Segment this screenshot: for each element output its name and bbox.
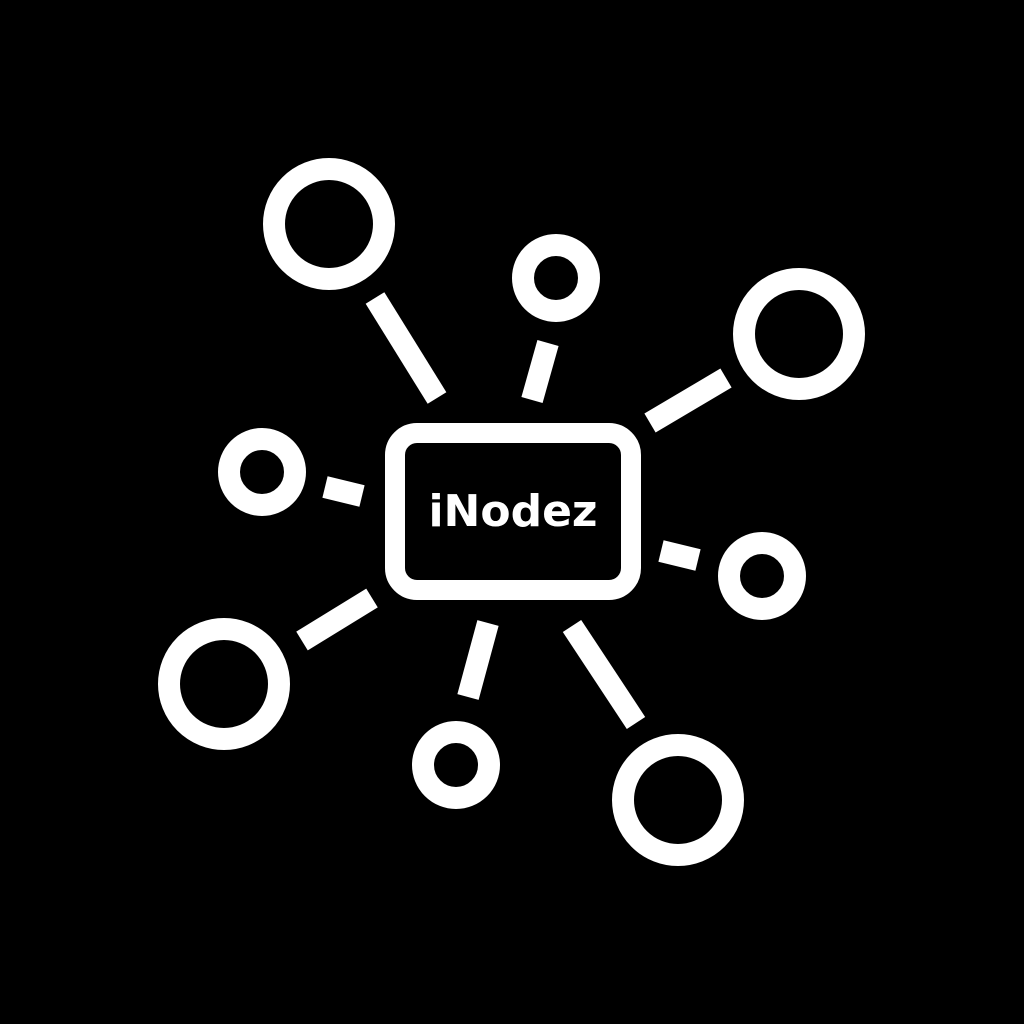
top-right-node bbox=[733, 268, 865, 400]
top-node bbox=[512, 234, 600, 322]
link-bottom bbox=[457, 620, 499, 700]
right-node bbox=[718, 532, 806, 620]
hub-frame bbox=[385, 423, 641, 600]
link-right bbox=[658, 540, 701, 571]
bottom-node bbox=[412, 721, 500, 809]
link-top-right bbox=[644, 368, 732, 433]
link-bottom-left bbox=[296, 588, 378, 651]
left-node bbox=[218, 428, 306, 516]
link-top bbox=[521, 340, 559, 403]
bottom-right-node bbox=[612, 734, 744, 866]
brand-name: iNodez bbox=[428, 486, 597, 537]
top-left-node bbox=[263, 158, 395, 290]
link-top-left bbox=[365, 292, 447, 404]
link-bottom-right bbox=[562, 619, 646, 730]
bottom-left-node bbox=[158, 618, 290, 750]
link-left bbox=[322, 476, 365, 507]
